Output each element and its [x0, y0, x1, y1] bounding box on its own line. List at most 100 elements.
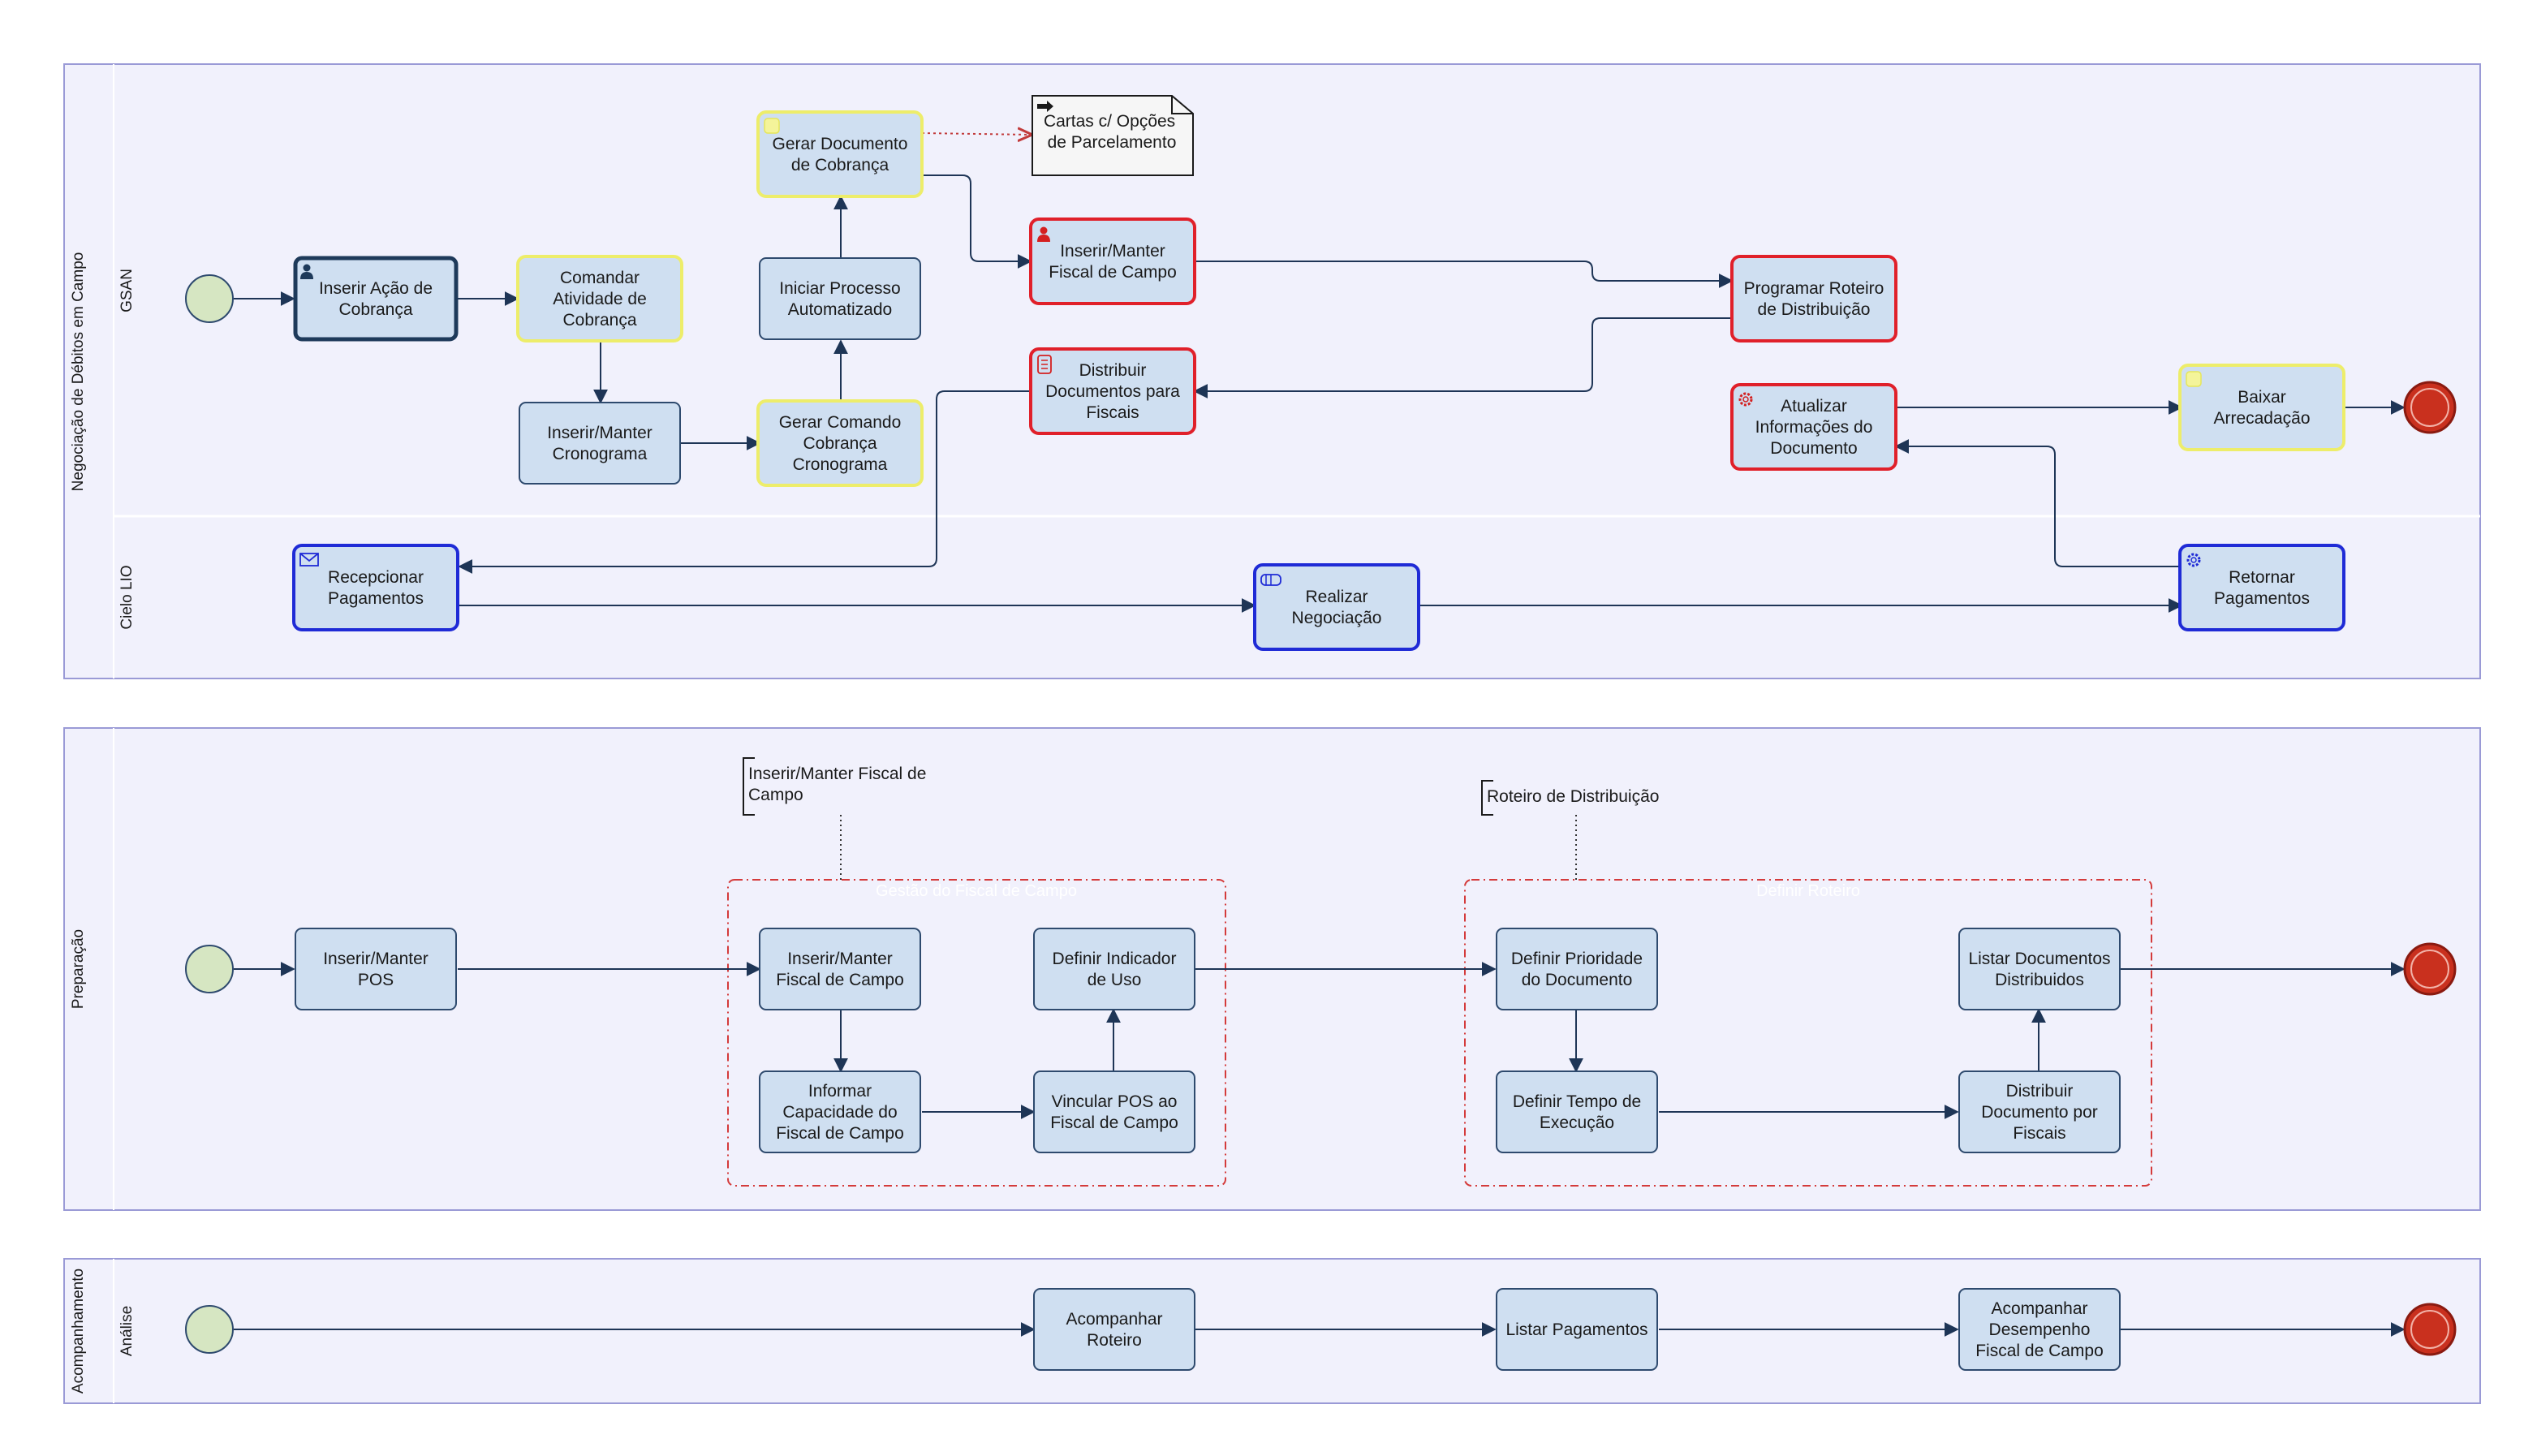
task-label-line: Pagamentos [2214, 589, 2310, 608]
task-definir-indicador[interactable]: Definir Indicador de Uso [1033, 928, 1195, 1010]
task-label-line: Distribuidos [1995, 971, 2084, 989]
start-event[interactable] [185, 945, 234, 993]
task-label-line: Fiscais [1086, 403, 1139, 422]
data-object-line-1: Cartas c/ Opções [1044, 112, 1175, 131]
marker-icon [2186, 371, 2202, 387]
end-event[interactable] [2403, 381, 2457, 434]
group-gestao-fiscal: Gestão do Fiscal de Campo [727, 879, 1226, 1187]
task-label-line: Documentos para [1045, 382, 1180, 401]
data-object-cartas[interactable]: Cartas c/ Opções de Parcelamento [1032, 95, 1194, 176]
start-event[interactable] [185, 274, 234, 323]
lane-label-gsan: GSAN [118, 269, 136, 312]
task-listar-pagamentos[interactable]: Listar Pagamentos [1496, 1288, 1658, 1371]
task-label-line: Cobrança [562, 311, 636, 330]
task-label: Vincular POS ao Fiscal de Campo [1050, 1092, 1178, 1132]
flow-fiscal-to-programar [1193, 261, 1734, 288]
user-icon [300, 264, 313, 279]
task-label-line: Inserir/Manter [547, 424, 653, 442]
data-object-line-2: de Parcelamento [1048, 133, 1177, 152]
task-label-line: Distribuir [1079, 361, 1147, 380]
flow-distribuir-to-recepcionar [458, 390, 1031, 574]
pool-label-negociacao: Negociação de Débitos em Campo [70, 252, 87, 492]
task-vincular-pos[interactable]: Vincular POS ao Fiscal de Campo [1033, 1070, 1195, 1153]
task-label-line: Fiscal de Campo [776, 971, 904, 989]
annotation-roteiro: Roteiro de Distribuição [1481, 780, 1659, 880]
flow-gerar-documento-to-fiscal [922, 174, 1032, 269]
task-label-line: Fiscal de Campo [1975, 1342, 2104, 1360]
task-label-line: Fiscal de Campo [1049, 263, 1177, 282]
flow-programar-to-distribuir [1193, 317, 1732, 398]
annotation-fiscal: Inserir/Manter Fiscal de Campo [743, 757, 931, 880]
annotation-fiscal-text: Inserir/Manter Fiscal de Campo [748, 765, 931, 804]
flow-retornar-to-atualizar [1894, 439, 2182, 567]
task-definir-tempo[interactable]: Definir Tempo de Execução [1496, 1070, 1658, 1153]
task-label-line: Automatizado [788, 300, 892, 319]
pool-label-preparacao: Preparação [70, 929, 87, 1009]
marker-icon [764, 118, 780, 134]
gear-icon [1738, 392, 1753, 407]
arrow-right-icon [1037, 101, 1053, 112]
task-label-line: Fiscal de Campo [776, 1124, 904, 1143]
task-label-line: Inserir/Manter [323, 950, 429, 968]
hand-icon [1260, 574, 1281, 586]
start-event[interactable] [185, 1305, 234, 1354]
task-label-line: Definir Indicador [1053, 950, 1177, 968]
sequence-flows [234, 174, 2406, 1337]
task-label-line: Desempenho [1989, 1320, 2091, 1339]
script-icon [1037, 355, 1052, 374]
task-label-line: Fiscal de Campo [1050, 1114, 1178, 1132]
task-label-line: Distribuir [2006, 1082, 2074, 1101]
task-label-line: de Uso [1088, 971, 1142, 989]
pool-label-acompanhamento: Acompanhamento [70, 1269, 87, 1394]
task-label-line: de Cobrança [791, 156, 889, 174]
task-label-line: Cronograma [553, 445, 648, 463]
user-icon [1037, 226, 1050, 242]
task-label-line: Execução [1540, 1114, 1614, 1132]
task-label-line: Vincular POS ao [1052, 1092, 1178, 1111]
task-label-line: Definir Prioridade [1511, 950, 1643, 968]
task-label-line: Informações do [1755, 418, 1873, 437]
task-label-line: Capacidade do [782, 1103, 897, 1122]
end-event[interactable] [2403, 942, 2457, 996]
task-label-line: Cobrança [338, 300, 412, 319]
task-label-line: Definir Tempo de [1513, 1092, 1641, 1111]
task-label-line: Listar Pagamentos [1505, 1320, 1647, 1339]
end-event[interactable] [2403, 1303, 2457, 1356]
task-label-line: Atualizar [1781, 397, 1847, 416]
group-label-gestao-fiscal: Gestão do Fiscal de Campo [876, 882, 1077, 900]
